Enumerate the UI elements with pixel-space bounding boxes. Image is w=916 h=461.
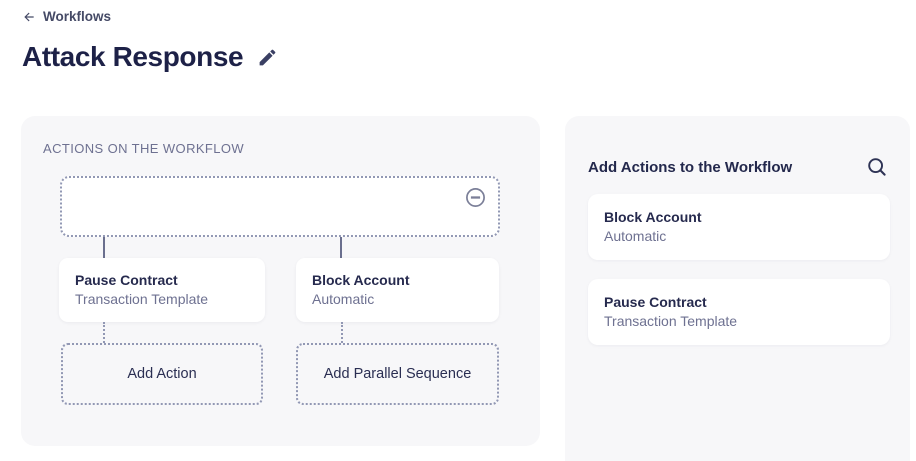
node-subtitle: Automatic xyxy=(312,291,375,307)
remove-node-button[interactable] xyxy=(465,187,486,208)
back-link-label: Workflows xyxy=(43,9,112,24)
pencil-icon xyxy=(257,47,278,68)
palette-item-block-account[interactable]: Block Account Automatic xyxy=(588,194,890,260)
canvas-section-label: ACTIONS ON THE WORKFLOW xyxy=(43,141,245,156)
action-node-block-account[interactable]: Block Account Automatic xyxy=(296,258,499,322)
node-title: Block Account xyxy=(312,272,410,288)
palette-header: Add Actions to the Workflow xyxy=(588,156,888,178)
palette-title: Add Actions to the Workflow xyxy=(588,158,793,176)
node-title: Pause Contract xyxy=(75,272,178,288)
search-actions-button[interactable] xyxy=(866,156,888,178)
minus-circle-icon xyxy=(465,187,486,208)
node-subtitle: Transaction Template xyxy=(75,291,209,307)
back-to-workflows-link[interactable]: Workflows xyxy=(22,9,111,24)
workflow-canvas-panel: ACTIONS ON THE WORKFLOW Pause Contract T… xyxy=(21,116,540,446)
page-title-row: Attack Response xyxy=(22,41,278,73)
edit-title-button[interactable] xyxy=(257,47,278,68)
connector-line xyxy=(340,237,342,258)
palette-item-title: Block Account xyxy=(604,209,702,225)
back-arrow-icon xyxy=(22,10,36,24)
add-parallel-sequence-button[interactable]: Add Parallel Sequence xyxy=(296,343,499,405)
page-title: Attack Response xyxy=(22,41,244,72)
add-action-button[interactable]: Add Action xyxy=(61,343,263,405)
palette-item-subtitle: Automatic xyxy=(604,228,667,244)
workflow-trigger-node[interactable] xyxy=(60,176,500,237)
connector-line xyxy=(103,237,105,258)
palette-item-title: Pause Contract xyxy=(604,294,707,310)
action-node-pause-contract[interactable]: Pause Contract Transaction Template xyxy=(59,258,265,322)
dotted-connector-line xyxy=(341,322,343,343)
palette-item-subtitle: Transaction Template xyxy=(604,313,738,329)
search-icon xyxy=(866,156,888,178)
action-palette-panel: Add Actions to the Workflow Block Accoun… xyxy=(565,116,910,461)
palette-item-pause-contract[interactable]: Pause Contract Transaction Template xyxy=(588,279,890,345)
dotted-connector-line xyxy=(103,322,105,343)
